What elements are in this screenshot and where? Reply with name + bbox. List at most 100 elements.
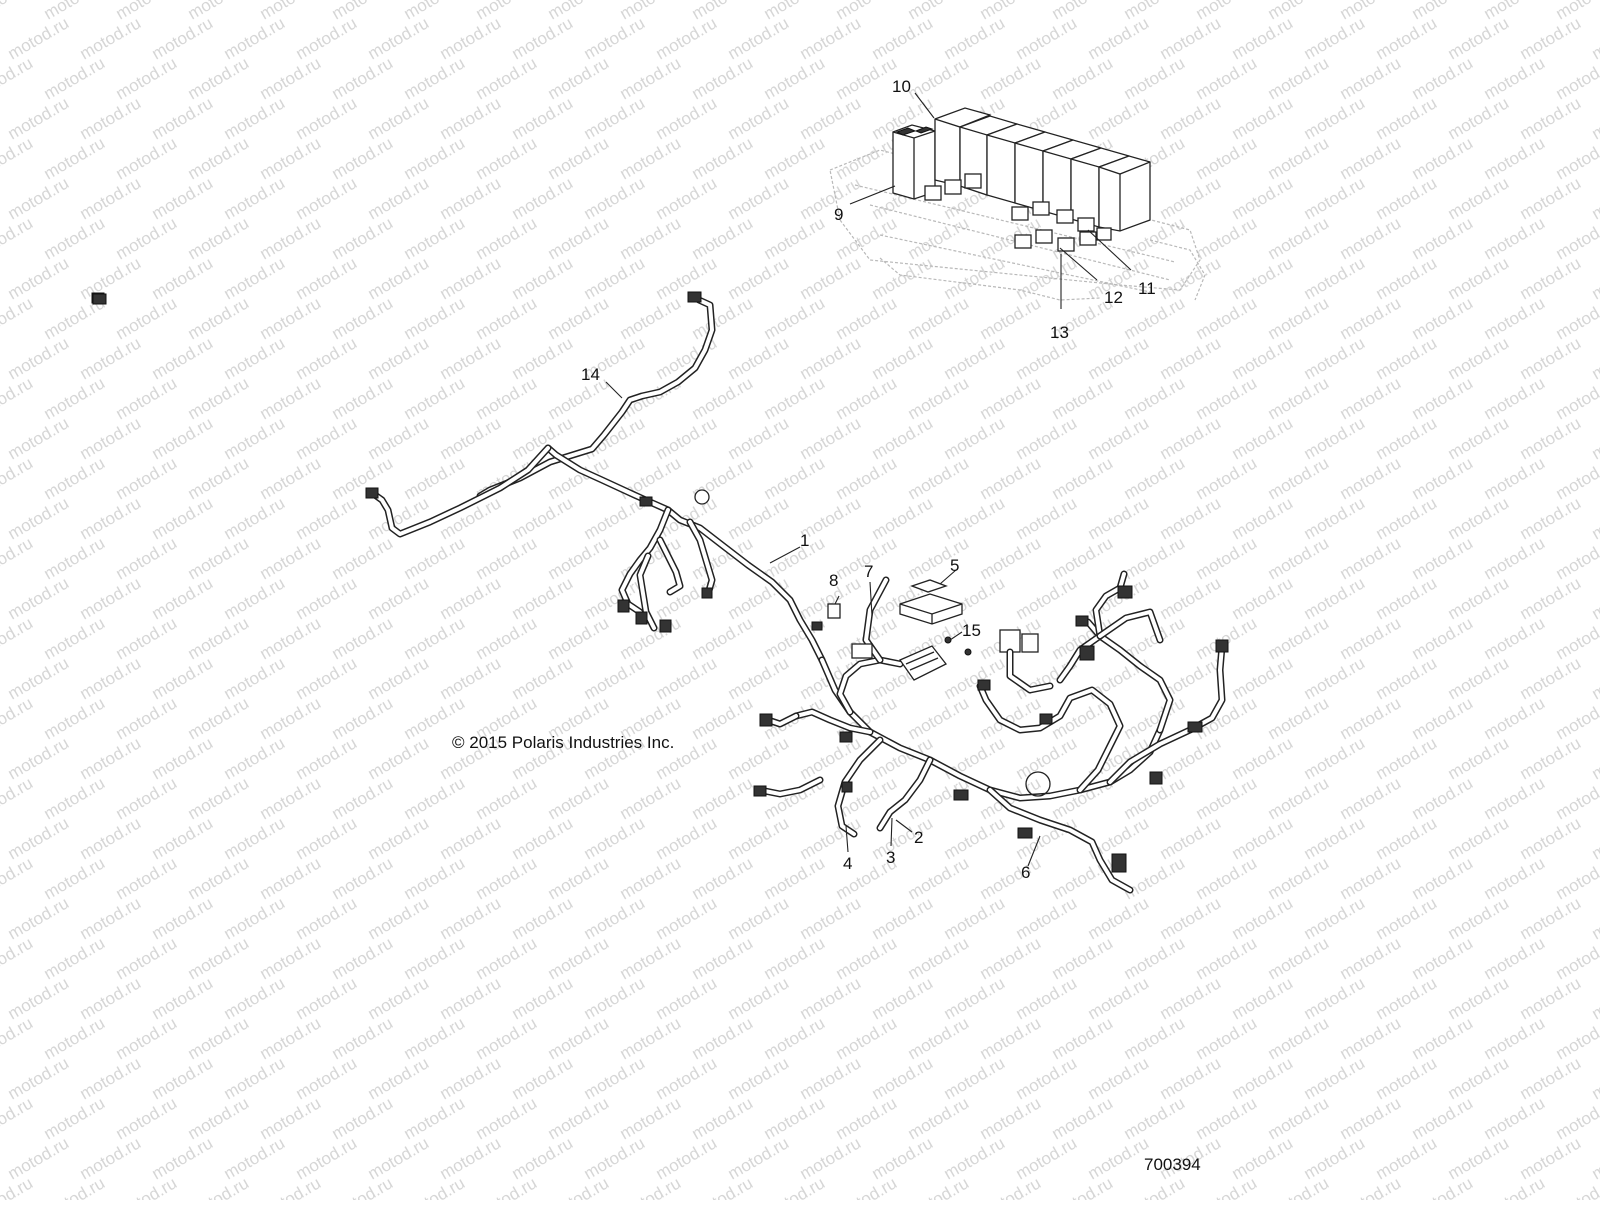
watermark-text: motod.ru — [221, 253, 289, 303]
watermark-text: motod.ru — [545, 373, 613, 423]
watermark-text: motod.ru — [869, 13, 937, 63]
watermark-text: motod.ru — [977, 933, 1045, 983]
watermark-text: motod.ru — [545, 533, 613, 583]
watermark-text: motod.ru — [689, 613, 757, 663]
watermark-text: motod.ru — [1337, 293, 1405, 343]
watermark-text: motod.ru — [401, 213, 469, 263]
watermark-text: motod.ru — [725, 573, 793, 623]
watermark-text: motod.ru — [1193, 53, 1261, 103]
watermark-text: motod.ru — [1373, 253, 1441, 303]
watermark-text: motod.ru — [1049, 1013, 1117, 1063]
watermark-text: motod.ru — [1301, 893, 1369, 943]
watermark-text: motod.ru — [0, 453, 36, 503]
watermark-text: motod.ru — [221, 1133, 289, 1183]
watermark-text: motod.ru — [1229, 413, 1297, 463]
watermark-text: motod.ru — [581, 973, 649, 1023]
watermark-text: motod.ru — [1049, 853, 1117, 903]
watermark-text: motod.ru — [977, 853, 1045, 903]
watermark-text: motod.ru — [1373, 733, 1441, 783]
watermark-text: motod.ru — [437, 1133, 505, 1183]
watermark-text: motod.ru — [869, 813, 937, 863]
watermark-text: motod.ru — [113, 773, 181, 823]
watermark-text: motod.ru — [761, 1093, 829, 1143]
watermark-text: motod.ru — [1517, 93, 1585, 143]
watermark-text: motod.ru — [1229, 893, 1297, 943]
watermark-text: motod.ru — [905, 933, 973, 983]
watermark-text: motod.ru — [509, 573, 577, 623]
watermark-text: motod.ru — [1337, 373, 1405, 423]
watermark-text: motod.ru — [149, 173, 217, 223]
watermark-text: motod.ru — [545, 853, 613, 903]
watermark-text: motod.ru — [977, 53, 1045, 103]
watermark-text: motod.ru — [473, 613, 541, 663]
watermark-text: motod.ru — [617, 293, 685, 343]
watermark-text: motod.ru — [977, 453, 1045, 503]
watermark-text: motod.ru — [113, 853, 181, 903]
watermark-text: motod.ru — [905, 53, 973, 103]
watermark-text: motod.ru — [149, 973, 217, 1023]
watermark-text: motod.ru — [941, 653, 1009, 703]
watermark-text: motod.ru — [1301, 413, 1369, 463]
watermark-text: motod.ru — [77, 333, 145, 383]
watermark-text: motod.ru — [941, 1053, 1009, 1103]
watermark-text: motod.ru — [437, 253, 505, 303]
watermark-text: motod.ru — [1013, 13, 1081, 63]
watermark-text: motod.ru — [401, 1013, 469, 1063]
watermark-text: motod.ru — [1301, 333, 1369, 383]
watermark-text: motod.ru — [1589, 493, 1600, 543]
watermark-text: motod.ru — [1517, 1053, 1585, 1103]
watermark-text: motod.ru — [1409, 773, 1477, 823]
watermark-text: motod.ru — [1517, 813, 1585, 863]
watermark-text: motod.ru — [725, 813, 793, 863]
watermark-text: motod.ru — [113, 613, 181, 663]
watermark-text: motod.ru — [1589, 413, 1600, 463]
watermark-text: motod.ru — [1265, 53, 1333, 103]
watermark-text: motod.ru — [797, 173, 865, 223]
watermark-text: motod.ru — [77, 13, 145, 63]
watermark-text: motod.ru — [5, 493, 73, 543]
watermark-text: motod.ru — [581, 173, 649, 223]
watermark-text: motod.ru — [1481, 53, 1549, 103]
watermark-text: motod.ru — [401, 1093, 469, 1143]
watermark-text: motod.ru — [905, 213, 973, 263]
watermark-text: motod.ru — [545, 53, 613, 103]
watermark-text: motod.ru — [1517, 1133, 1585, 1183]
watermark-text: motod.ru — [0, 213, 36, 263]
watermark-text: motod.ru — [833, 1093, 901, 1143]
watermark-text: motod.ru — [653, 813, 721, 863]
watermark-text: motod.ru — [1445, 653, 1513, 703]
watermark-text: motod.ru — [329, 853, 397, 903]
watermark-text: motod.ru — [401, 133, 469, 183]
watermark-text: motod.ru — [869, 413, 937, 463]
watermark-text: motod.ru — [833, 1013, 901, 1063]
watermark-text: motod.ru — [1157, 413, 1225, 463]
watermark-text: motod.ru — [1013, 493, 1081, 543]
watermark-text: motod.ru — [1193, 933, 1261, 983]
watermark-text: motod.ru — [1013, 1133, 1081, 1183]
watermark-text: motod.ru — [185, 1093, 253, 1143]
watermark-text: motod.ru — [1553, 453, 1600, 503]
watermark-text: motod.ru — [473, 1013, 541, 1063]
watermark-text: motod.ru — [473, 213, 541, 263]
watermark-text: motod.ru — [869, 893, 937, 943]
watermark-text: motod.ru — [977, 1093, 1045, 1143]
watermark-text: motod.ru — [1409, 853, 1477, 903]
watermark-text: motod.ru — [1085, 973, 1153, 1023]
watermark-text: motod.ru — [1373, 893, 1441, 943]
watermark-text: motod.ru — [221, 413, 289, 463]
watermark-text: motod.ru — [689, 1093, 757, 1143]
watermark-text: motod.ru — [77, 173, 145, 223]
watermark-text: motod.ru — [401, 453, 469, 503]
watermark-text: motod.ru — [689, 933, 757, 983]
watermark-text: motod.ru — [761, 373, 829, 423]
watermark-text: motod.ru — [1409, 613, 1477, 663]
watermark-text: motod.ru — [1589, 253, 1600, 303]
watermark-text: motod.ru — [1193, 133, 1261, 183]
watermark-text: motod.ru — [329, 1013, 397, 1063]
watermark-text: motod.ru — [41, 1013, 109, 1063]
watermark-text: motod.ru — [1589, 893, 1600, 943]
watermark-text: motod.ru — [1589, 1133, 1600, 1183]
watermark-text: motod.ru — [905, 693, 973, 743]
watermark-text: motod.ru — [0, 773, 36, 823]
watermark-text: motod.ru — [545, 1013, 613, 1063]
